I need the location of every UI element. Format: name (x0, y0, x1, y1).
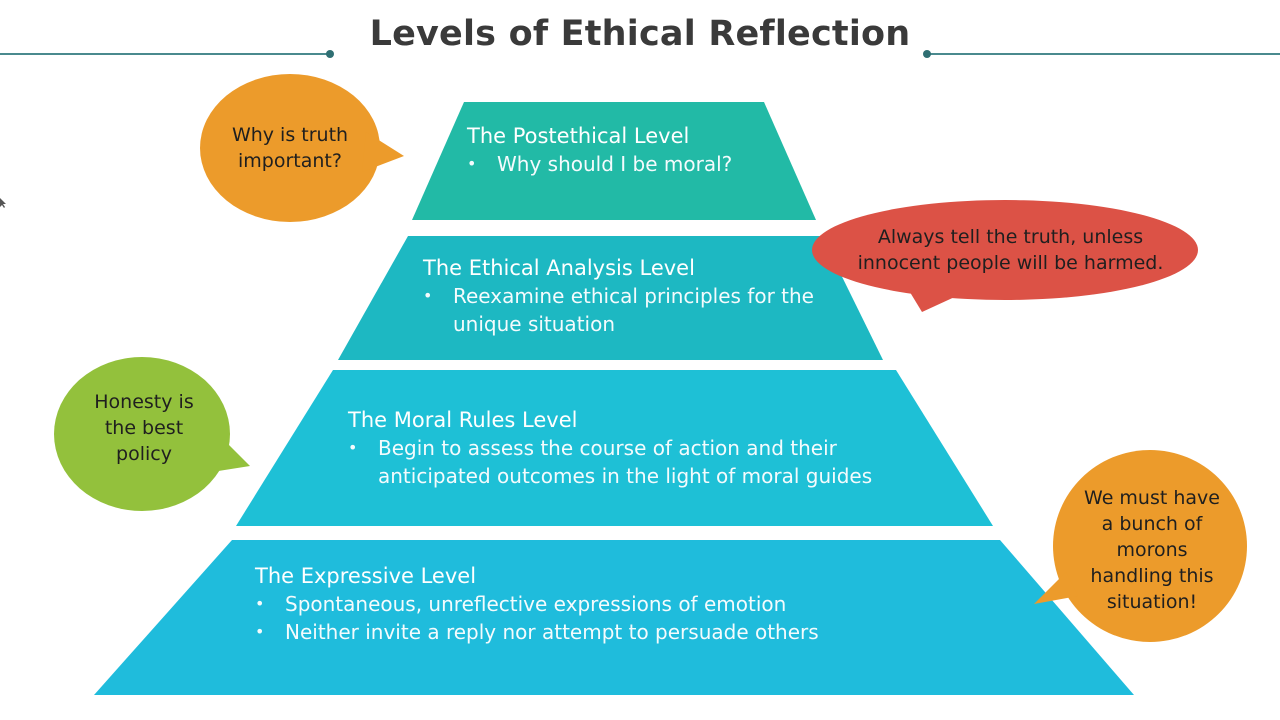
speech-bubble-expressive (1034, 450, 1247, 642)
tier-bullet: Reexamine ethical principles for the uni… (423, 282, 823, 338)
tier-expressive: The Expressive Level Spontaneous, unrefl… (255, 562, 975, 646)
bubble-text-expressive: We must have a bunch of morons handling … (1084, 487, 1220, 613)
speech-bubble-analysis (812, 200, 1198, 312)
tier-ethical-analysis: The Ethical Analysis Level Reexamine eth… (423, 254, 823, 338)
mouse-cursor-icon (0, 198, 6, 208)
tier-heading: The Postethical Level (467, 124, 690, 148)
tier-bullet: Spontaneous, unreflective expressions of… (255, 590, 975, 618)
title-rule-right-dot (923, 50, 931, 58)
tier-heading: The Expressive Level (255, 564, 477, 588)
speech-bubble-postethical (200, 74, 404, 222)
title-rule-left-dot (326, 50, 334, 58)
tier-bullet: Why should I be moral? (467, 150, 732, 178)
tier-moral-rules: The Moral Rules Level Begin to assess th… (348, 406, 908, 490)
bubble-text-analysis: Always tell the truth, unless innocent p… (857, 226, 1164, 274)
tier-bullet: Neither invite a reply nor attempt to pe… (255, 618, 975, 646)
slide-title: Levels of Ethical Reflection (369, 14, 911, 54)
tier-heading: The Moral Rules Level (348, 408, 578, 432)
tier-bullet: Begin to assess the course of action and… (348, 434, 908, 490)
tier-postethical: The Postethical Level Why should I be mo… (467, 122, 732, 178)
speech-bubble-moral-rules (54, 357, 250, 511)
bubble-text-postethical: Why is truth important? (231, 124, 349, 172)
title-rule-right (928, 53, 1280, 55)
tier-heading: The Ethical Analysis Level (423, 256, 695, 280)
title-rule-left (0, 53, 328, 55)
bubble-text-moral-rules: Honesty is the best policy (94, 391, 194, 465)
